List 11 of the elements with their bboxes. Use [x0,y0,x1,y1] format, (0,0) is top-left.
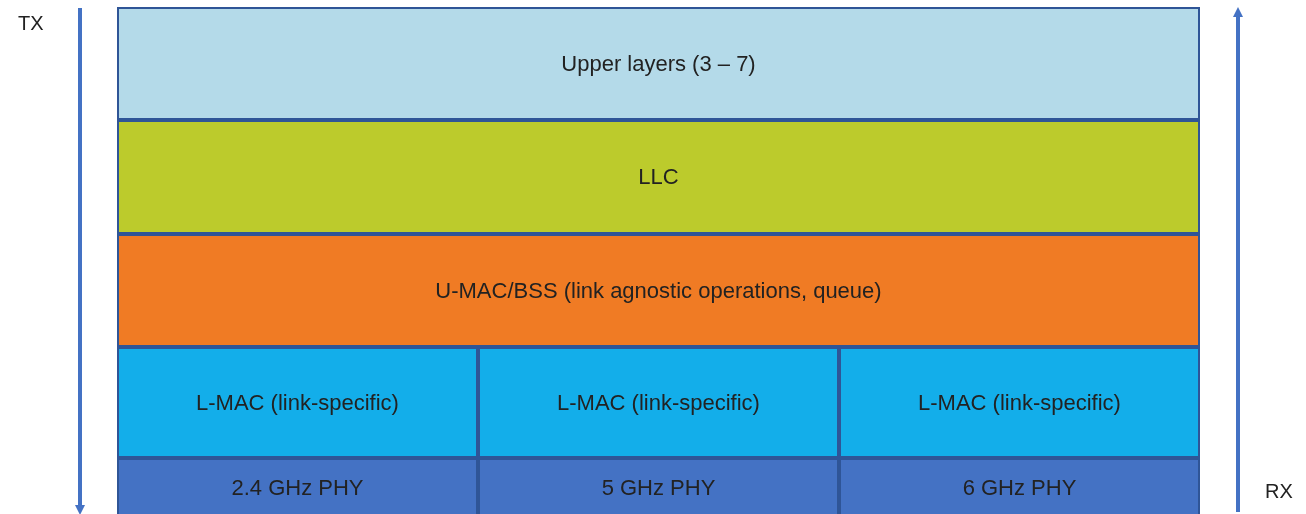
layer-box: Upper layers (3 – 7) [117,7,1200,120]
layer-box: 6 GHz PHY [839,458,1200,514]
layer-box: L-MAC (link-specific) [117,347,478,458]
direction-label: RX [1265,480,1293,503]
layer-box: 2.4 GHz PHY [117,458,478,514]
layer-box: L-MAC (link-specific) [478,347,839,458]
direction-label: TX [18,12,44,35]
layer-box: LLC [117,120,1200,234]
layer-box: L-MAC (link-specific) [839,347,1200,458]
layer-box: 5 GHz PHY [478,458,839,514]
layer-box: U-MAC/BSS (link agnostic operations, queue) [117,234,1200,347]
